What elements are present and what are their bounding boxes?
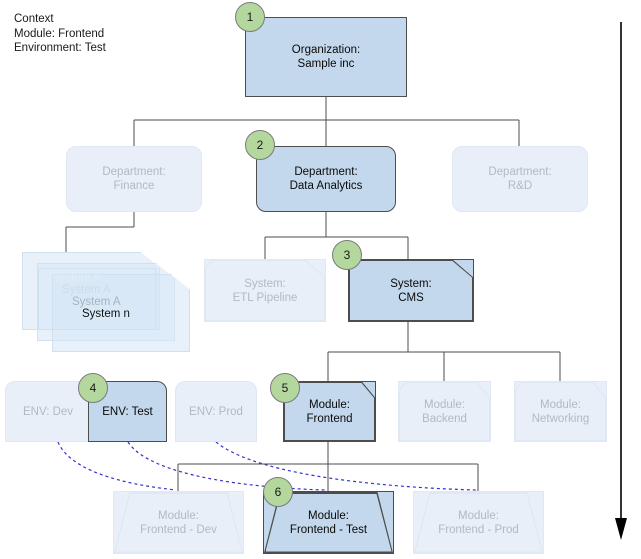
- node-department-finance[interactable]: Department: Finance: [66, 146, 202, 212]
- system-stack-label-4: System n: [82, 308, 130, 320]
- dashed-link-prod: [215, 441, 477, 491]
- node-system-cms-label: System: CMS: [390, 277, 432, 304]
- node-module-backend-label: Module: Backend: [422, 398, 467, 425]
- system-stack-card-4: [38, 268, 156, 330]
- node-deployment-frontend-prod-shape: [414, 492, 543, 553]
- node-module-networking[interactable]: Module: Networking: [514, 381, 607, 442]
- badge-1: 1: [235, 2, 265, 32]
- node-deployment-frontend-prod[interactable]: Module: Frontend - Prod: [413, 491, 544, 554]
- node-env-prod-label: ENV: Prod: [189, 405, 243, 418]
- node-module-backend[interactable]: Module: Backend: [398, 381, 491, 442]
- node-system-etl-pipeline[interactable]: System: ETL Pipeline: [204, 259, 326, 322]
- node-env-prod[interactable]: ENV: Prod: [175, 381, 257, 442]
- node-deployment-frontend-dev[interactable]: Module: Frontend - Dev: [113, 491, 244, 554]
- node-system-cms-shape: [349, 260, 473, 321]
- node-env-dev[interactable]: ENV: Dev: [5, 381, 91, 442]
- dashed-link-dev: [57, 441, 177, 491]
- node-module-backend-shape: [399, 382, 490, 441]
- context-caption: Context Module: Frontend Environment: Te…: [14, 13, 106, 54]
- node-department-rnd-label: Department: R&D: [488, 166, 552, 192]
- system-stack-label-1: System A: [52, 272, 101, 284]
- node-deployment-frontend-test-label: Module: Frontend - Test: [289, 509, 368, 536]
- node-department-rnd[interactable]: Department: R&D: [452, 146, 588, 212]
- node-deployment-frontend-dev-shape: [114, 492, 243, 553]
- system-stack-label-2: System A: [62, 284, 111, 296]
- node-module-frontend-label: Module: Frontend: [306, 398, 353, 425]
- badge-3: 3: [332, 240, 362, 270]
- node-department-finance-label: Department: Finance: [102, 166, 166, 192]
- badge-5: 5: [270, 373, 300, 403]
- node-system-cms[interactable]: System: CMS: [348, 259, 474, 322]
- node-deployment-frontend-prod-label: Module: Frontend - Prod: [438, 509, 519, 536]
- node-system-etl-pipeline-shape: [205, 260, 325, 321]
- dashed-link-test: [127, 441, 327, 491]
- node-module-networking-label: Module: Networking: [531, 398, 590, 425]
- node-deployment-frontend-dev-label: Module: Frontend - Dev: [140, 509, 217, 536]
- system-stack-label-3: System A: [72, 296, 121, 308]
- node-organization-label: Organization: Sample inc: [291, 44, 361, 70]
- node-env-dev-label: ENV: Dev: [22, 405, 74, 418]
- downward-flow-arrow: [615, 22, 627, 540]
- badge-6: 6: [263, 477, 293, 507]
- badge-2: 2: [245, 130, 275, 160]
- node-department-data-analytics-label: Department: Data Analytics: [289, 166, 363, 192]
- node-organization[interactable]: Organization: Sample inc: [245, 17, 407, 97]
- node-module-networking-shape: [515, 382, 606, 441]
- system-stack-card-3: [52, 274, 190, 352]
- node-department-data-analytics[interactable]: Department: Data Analytics: [256, 146, 396, 212]
- badge-4: 4: [78, 373, 108, 403]
- node-system-etl-pipeline-label: System: ETL Pipeline: [232, 277, 298, 304]
- node-env-test-label: ENV: Test: [102, 405, 153, 418]
